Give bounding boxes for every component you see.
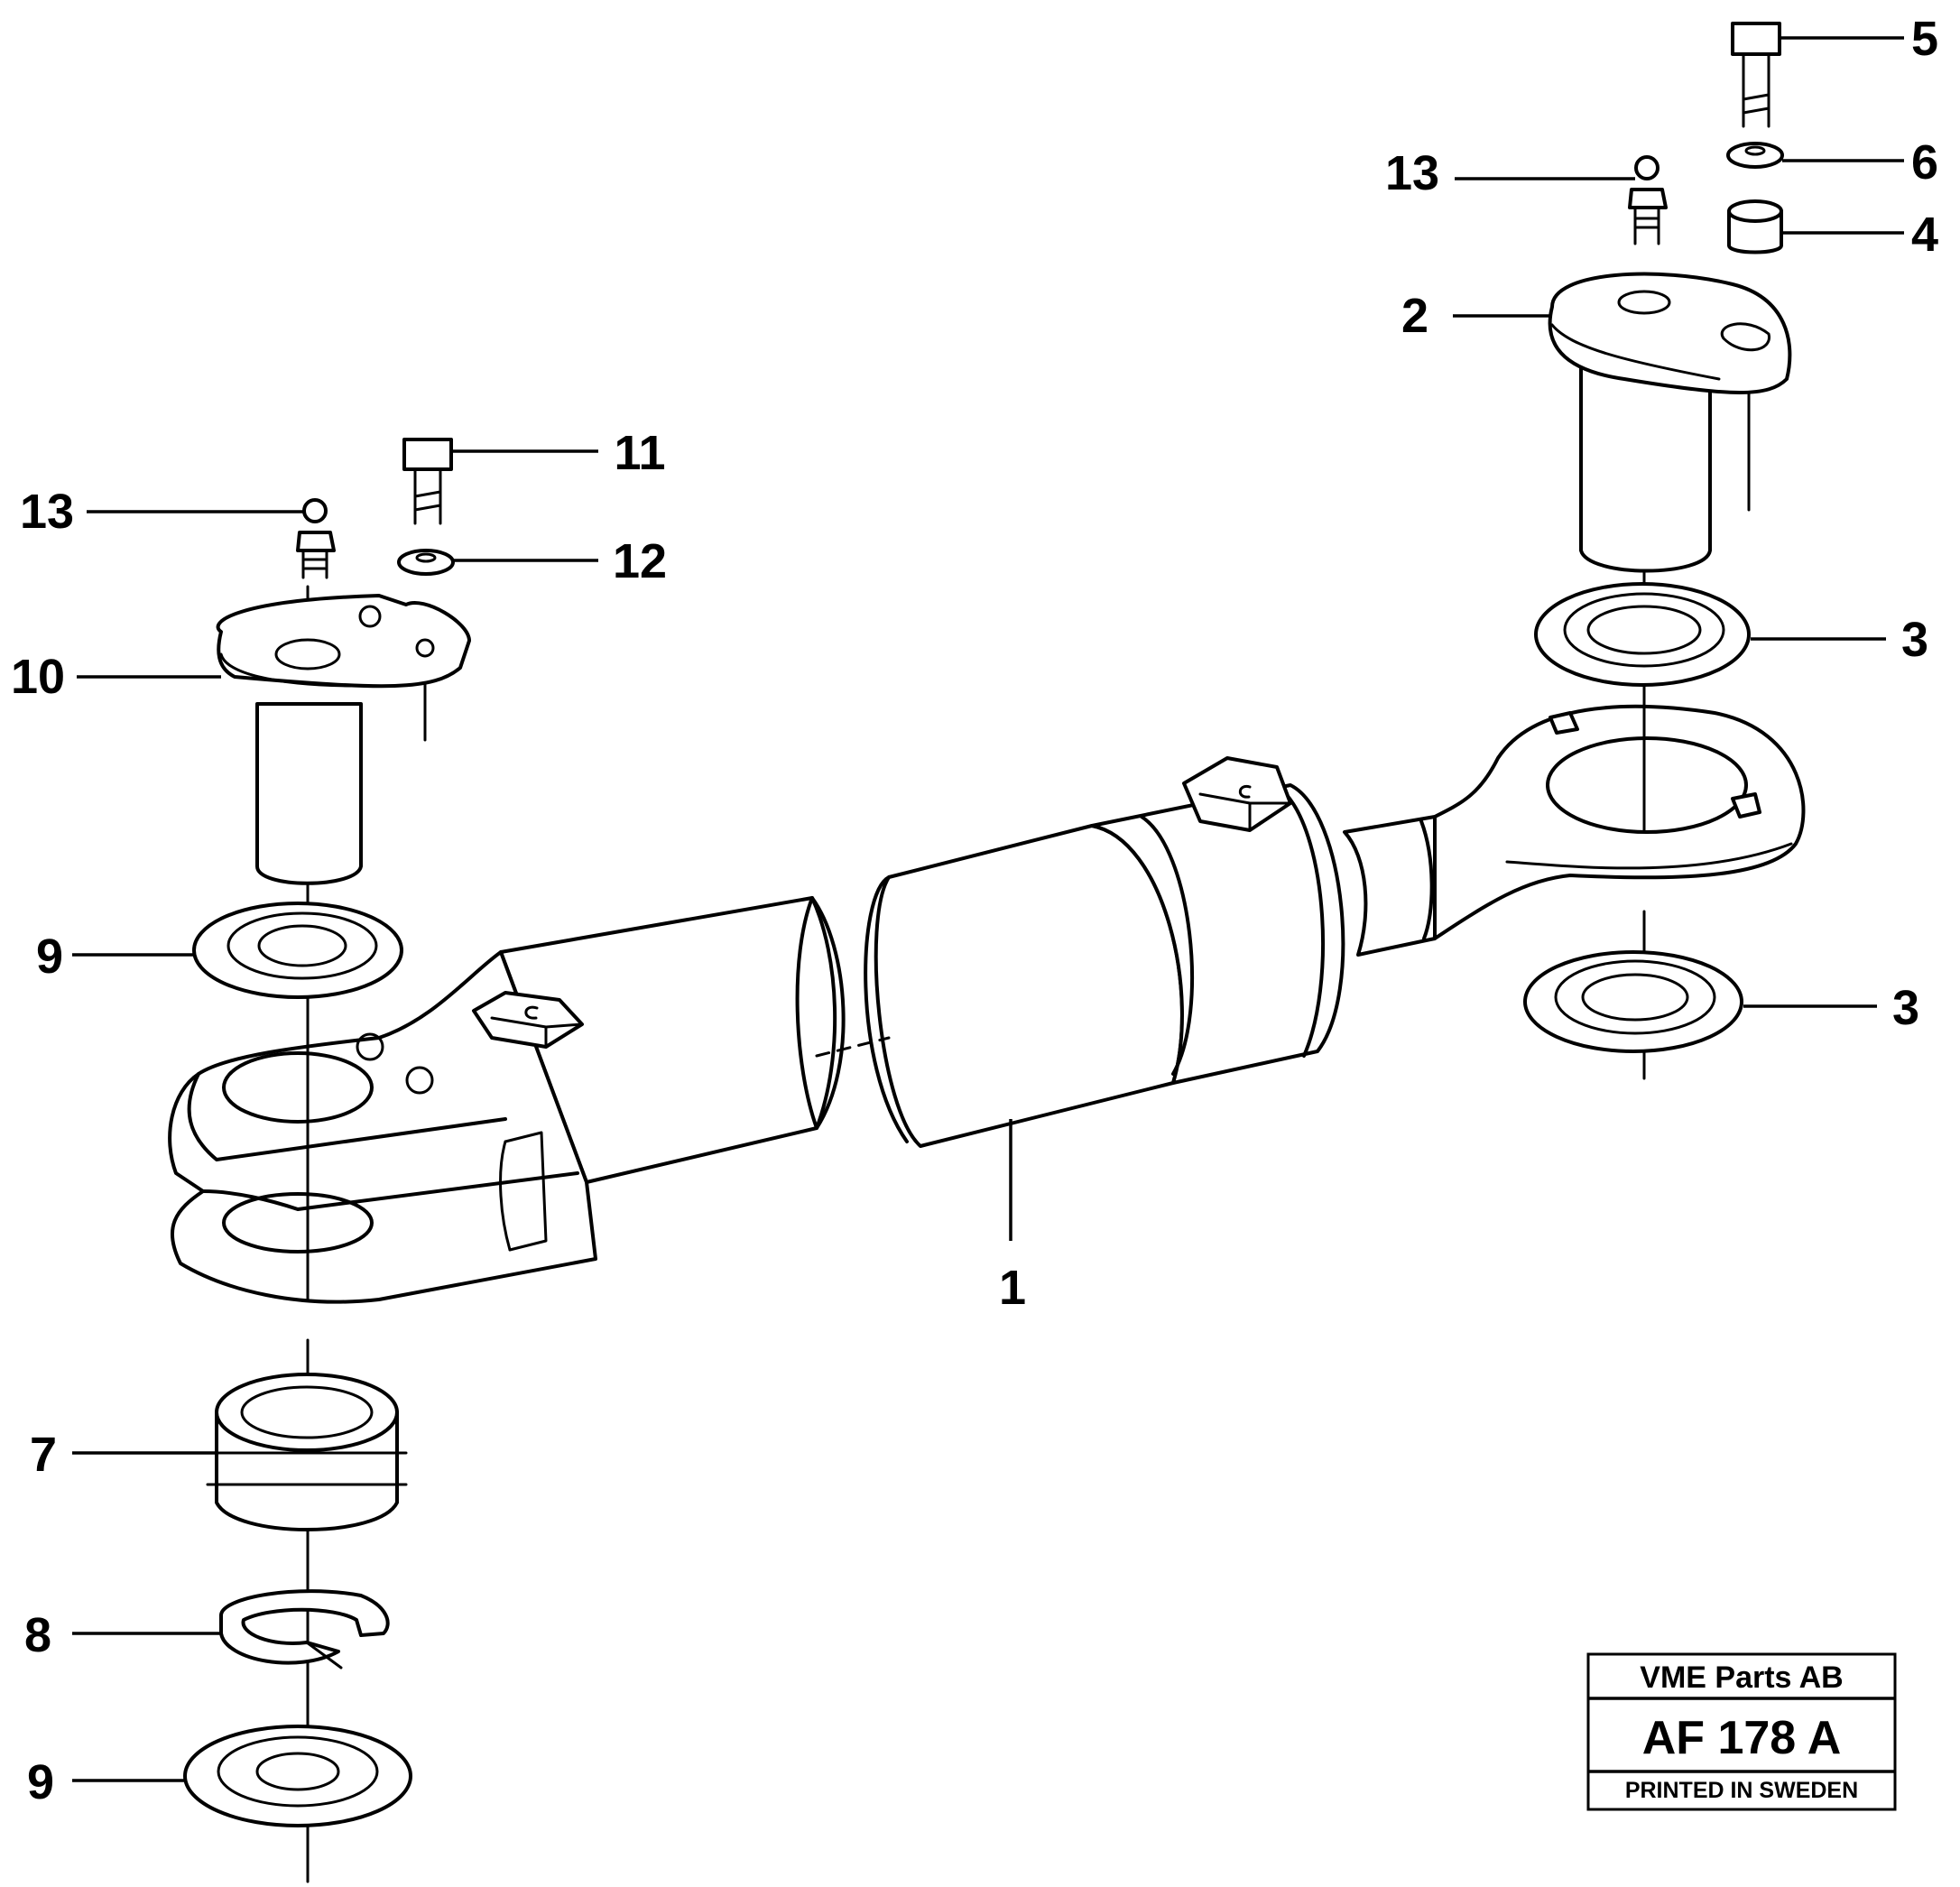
- callout-10: 10: [11, 650, 65, 704]
- callout-7: 7: [30, 1428, 57, 1482]
- callout-12: 12: [613, 534, 667, 588]
- callout-13a: 13: [20, 485, 74, 539]
- callout-2: 2: [1401, 289, 1428, 343]
- seal-3-lower: [1523, 950, 1743, 1053]
- washer-12: [397, 549, 455, 576]
- grease-nipple-13-right: [1628, 155, 1668, 245]
- hydraulic-cylinder: [168, 704, 1806, 1304]
- seal-9-upper: [192, 902, 403, 999]
- spacer-4: [1727, 199, 1783, 254]
- callout-9a: 9: [36, 930, 63, 984]
- callout-9b: 9: [27, 1755, 54, 1809]
- callout-5: 5: [1911, 12, 1938, 66]
- pin-10: [216, 594, 471, 885]
- bolt-5: [1731, 22, 1781, 128]
- callout-11: 11: [614, 426, 665, 480]
- callout-8: 8: [24, 1608, 51, 1662]
- stamp-company: VME Parts AB: [1640, 1660, 1843, 1695]
- publisher-stamp: VME Parts AB AF 178 A PRINTED IN SWEDEN: [1586, 1652, 1897, 1811]
- callout-3b: 3: [1892, 981, 1919, 1035]
- washer-6: [1726, 142, 1784, 169]
- callout-13b: 13: [1385, 146, 1439, 200]
- seal-3-upper: [1534, 582, 1751, 687]
- callout-labels: 1 2 3 3 4 5 6 7 8 9 9 10 11 12 13 13: [11, 12, 1938, 1809]
- callout-6: 6: [1911, 135, 1938, 190]
- seal-9-lower: [183, 1725, 412, 1827]
- stamp-printed: PRINTED IN SWEDEN: [1625, 1778, 1858, 1803]
- bolt-11: [402, 438, 453, 525]
- leader-lines: [72, 36, 1904, 1782]
- callout-3a: 3: [1901, 613, 1928, 667]
- bearing-7: [206, 1373, 408, 1531]
- circlip-8: [219, 1589, 390, 1670]
- stamp-code: AF 178 A: [1642, 1712, 1842, 1764]
- pin-2: [1548, 272, 1792, 573]
- callout-1: 1: [999, 1261, 1026, 1315]
- callout-4: 4: [1911, 208, 1938, 262]
